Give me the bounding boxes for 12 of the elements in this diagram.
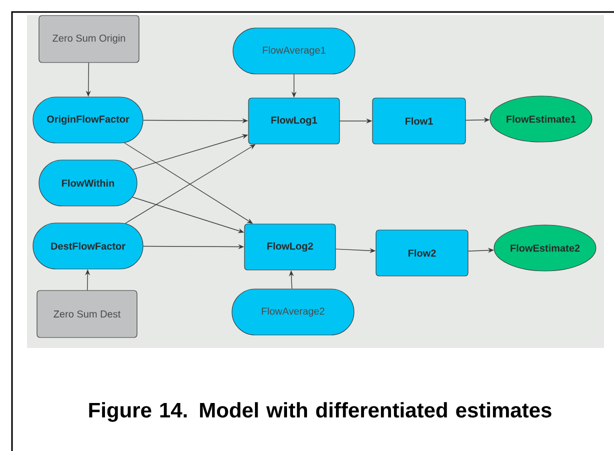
process-box: FlowLog2 (244, 224, 336, 270)
variable-node: FlowAverage1 (232, 28, 356, 74)
process-box: Flow1 (372, 98, 466, 144)
variable-node: FlowWithin (38, 160, 138, 206)
status-box: Zero Sum Dest (36, 290, 138, 338)
process-box: Flow2 (376, 230, 468, 276)
process-box: FlowLog1 (248, 98, 340, 144)
caption: Figure 14. Model with differentiated estimates (89, 402, 552, 422)
variable-node: DestFlowFactor (32, 222, 144, 270)
variable-node: OriginFlowFactor (32, 96, 144, 144)
variable-node: FlowAverage2 (232, 288, 354, 336)
status-box: Zero Sum Origin (38, 15, 140, 63)
